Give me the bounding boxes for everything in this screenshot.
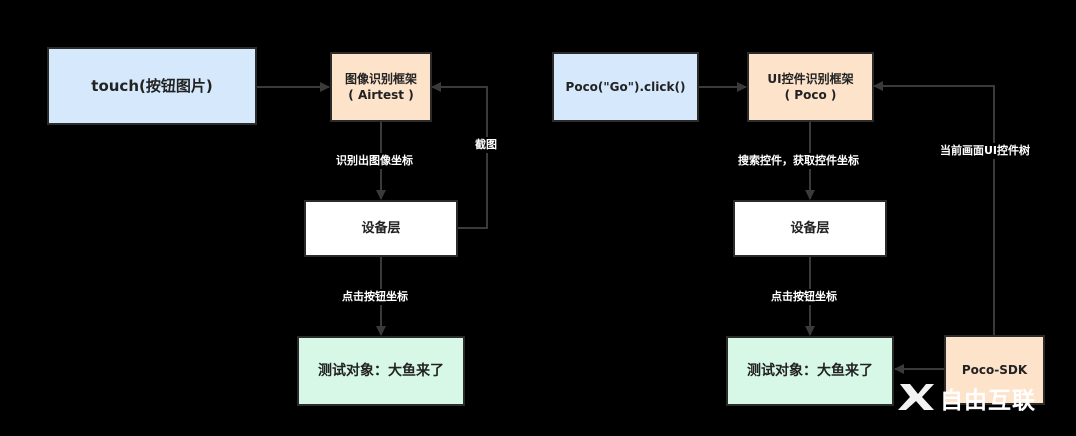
poco-click-node: Poco("Go").click() (552, 52, 699, 122)
label-click-coords-right: 点击按钮坐标 (770, 289, 838, 306)
watermark-text: 自由互联 (940, 388, 1036, 414)
image-recognition-framework-node: 图像识别框架 ( Airtest ) (330, 52, 432, 122)
test-target-node-right: 测试对象：大鱼来了 (726, 336, 894, 406)
test-target-node-left: 测试对象：大鱼来了 (297, 336, 465, 406)
edge-device-screenshot-to-framework (431, 82, 488, 229)
label-search-control-coords: 搜索控件，获取控件坐标 (737, 153, 860, 170)
touch-node: touch(按钮图片) (47, 47, 257, 125)
label-screenshot: 截图 (474, 137, 498, 154)
label-recognize-image-coords: 识别出图像坐标 (335, 153, 414, 170)
ui-control-framework-node: UI控件识别框架 ( Poco ) (747, 52, 874, 122)
edge-sdk-tree-to-framework (873, 81, 995, 335)
poco-sdk-node: Poco-SDK (944, 335, 1045, 405)
device-layer-node-left: 设备层 (304, 200, 458, 257)
watermark-logo-icon (898, 384, 934, 410)
device-layer-node-right: 设备层 (733, 200, 887, 257)
label-click-coords-left: 点击按钮坐标 (341, 289, 409, 306)
watermark: 自由互联 (896, 380, 1066, 414)
label-ui-control-tree: 当前画面UI控件树 (939, 143, 1032, 160)
